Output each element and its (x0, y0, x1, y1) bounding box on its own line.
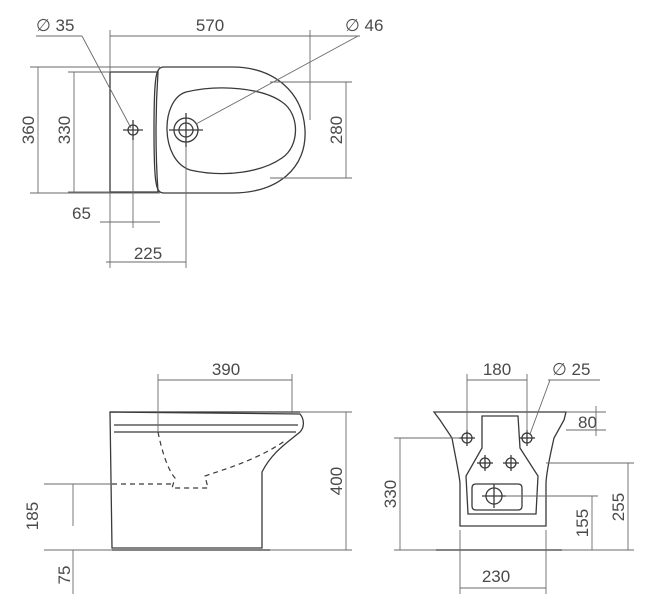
tank-outline (109, 71, 159, 193)
dim-bowl-depth-label: 280 (327, 116, 346, 144)
dim-hole-large-label: ∅ 46 (345, 16, 383, 35)
dim-bowl-length-label: 390 (212, 360, 240, 379)
dim-drain-height-label: 185 (23, 502, 42, 530)
dim-height-label: 400 (327, 467, 346, 495)
tap-hole-large (169, 113, 203, 147)
mount-hole-right-lower (503, 455, 519, 471)
dim-rear-height-label: 330 (381, 480, 400, 508)
side-view: 390 400 185 75 (23, 360, 352, 594)
dim-offset-large-label: 225 (134, 244, 162, 263)
dim-depth-label: 360 (19, 116, 38, 144)
dim-tank-depth-label: 330 (55, 116, 74, 144)
dim-drain-top-label: 255 (609, 493, 628, 521)
drain-hole (482, 484, 506, 508)
rear-view: 180 ∅ 25 80 330 155 255 230 (381, 360, 634, 594)
dim-hole-diameter-label: ∅ 25 (552, 360, 590, 379)
tap-hole-small (123, 120, 143, 140)
dim-hole-spacing-label: 180 (483, 360, 511, 379)
side-body-outline (109, 411, 305, 549)
rear-inner-outline (465, 415, 539, 515)
mount-hole-left-lower (477, 455, 493, 471)
rear-body-outline (432, 411, 567, 527)
bowl-inner-rim (166, 87, 296, 175)
dim-offset-small-label: 65 (72, 204, 91, 223)
dim-hole-small-label: ∅ 35 (36, 16, 74, 35)
dim-base-height-label: 75 (55, 566, 74, 585)
mount-hole-left-upper (459, 430, 475, 446)
mount-hole-right-upper (519, 430, 535, 446)
drain-recess (471, 483, 523, 511)
top-view: 570 ∅ 35 ∅ 46 360 330 280 65 225 (19, 16, 383, 268)
dim-top-offset-label: 80 (578, 413, 597, 432)
bowl-outline (153, 66, 306, 194)
dim-width-label: 570 (196, 16, 224, 35)
dim-base-width-label: 230 (482, 567, 510, 586)
hidden-trap (157, 431, 287, 489)
dim-drain-center-label: 155 (573, 509, 592, 537)
